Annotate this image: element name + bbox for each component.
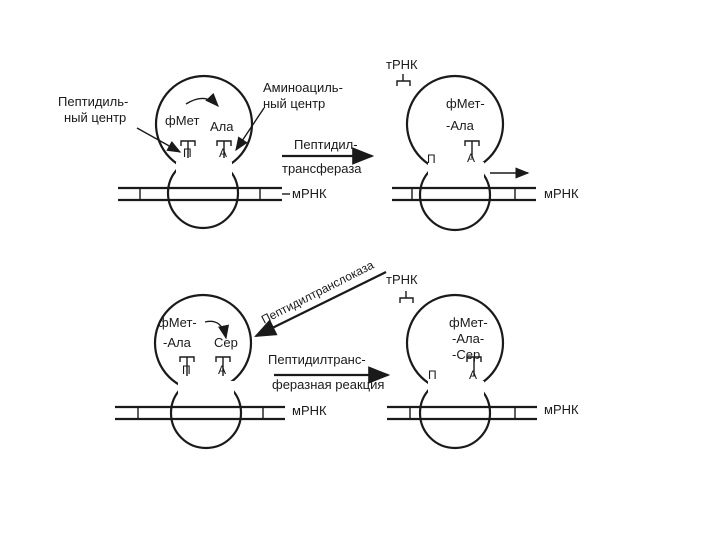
aminoacyl-center-label: Аминоациль- <box>263 80 343 95</box>
aminoacyl-center-label-2: ный центр <box>263 96 325 111</box>
chain-label-1: фМет- <box>449 315 488 330</box>
ribosome-panel-3 <box>115 295 285 448</box>
ser-label: Сер <box>214 335 238 350</box>
a-site-label: А <box>469 368 477 382</box>
arrow3-label: Пептидилтранс- <box>268 352 366 367</box>
chain-label-1: фМет- <box>446 96 485 111</box>
arrow3-label-2: феразная реакция <box>272 377 384 392</box>
p-site-label: П <box>183 146 192 160</box>
chain-label-2: -Ала <box>163 335 192 350</box>
trna-label: тРНК <box>386 272 418 287</box>
trna-label: тРНК <box>386 57 418 72</box>
ala-label: Ала <box>210 119 234 134</box>
p-site-label: П <box>427 152 436 166</box>
a-site-label: А <box>219 146 227 160</box>
peptidyl-center-label: Пептидиль- <box>58 94 128 109</box>
released-trna <box>397 74 410 86</box>
arrow1-label-2: трансфераза <box>282 161 362 176</box>
p-site-label: П <box>182 363 191 377</box>
chain-label-2: -Ала <box>446 118 475 133</box>
chain-label-1: фМет- <box>158 315 197 330</box>
chain-label-3: -Сер <box>452 347 480 362</box>
a-site-label: А <box>218 363 226 377</box>
mrna-label: мРНК <box>292 403 327 418</box>
arrow1-label: Пептидил- <box>294 137 358 152</box>
p-site-label: П <box>428 368 437 382</box>
chain-label-2: -Ала- <box>452 331 484 346</box>
peptidyl-center-label-2: ный центр <box>64 110 126 125</box>
a-site-label: А <box>467 151 475 165</box>
mrna-label: мРНК <box>292 186 327 201</box>
fmet-label: фМет <box>165 113 199 128</box>
arrow2-label: Пептидилтранслоказа <box>259 258 376 327</box>
mrna-label: мРНК <box>544 186 579 201</box>
released-trna <box>400 291 413 303</box>
mrna-label: мРНК <box>544 402 579 417</box>
